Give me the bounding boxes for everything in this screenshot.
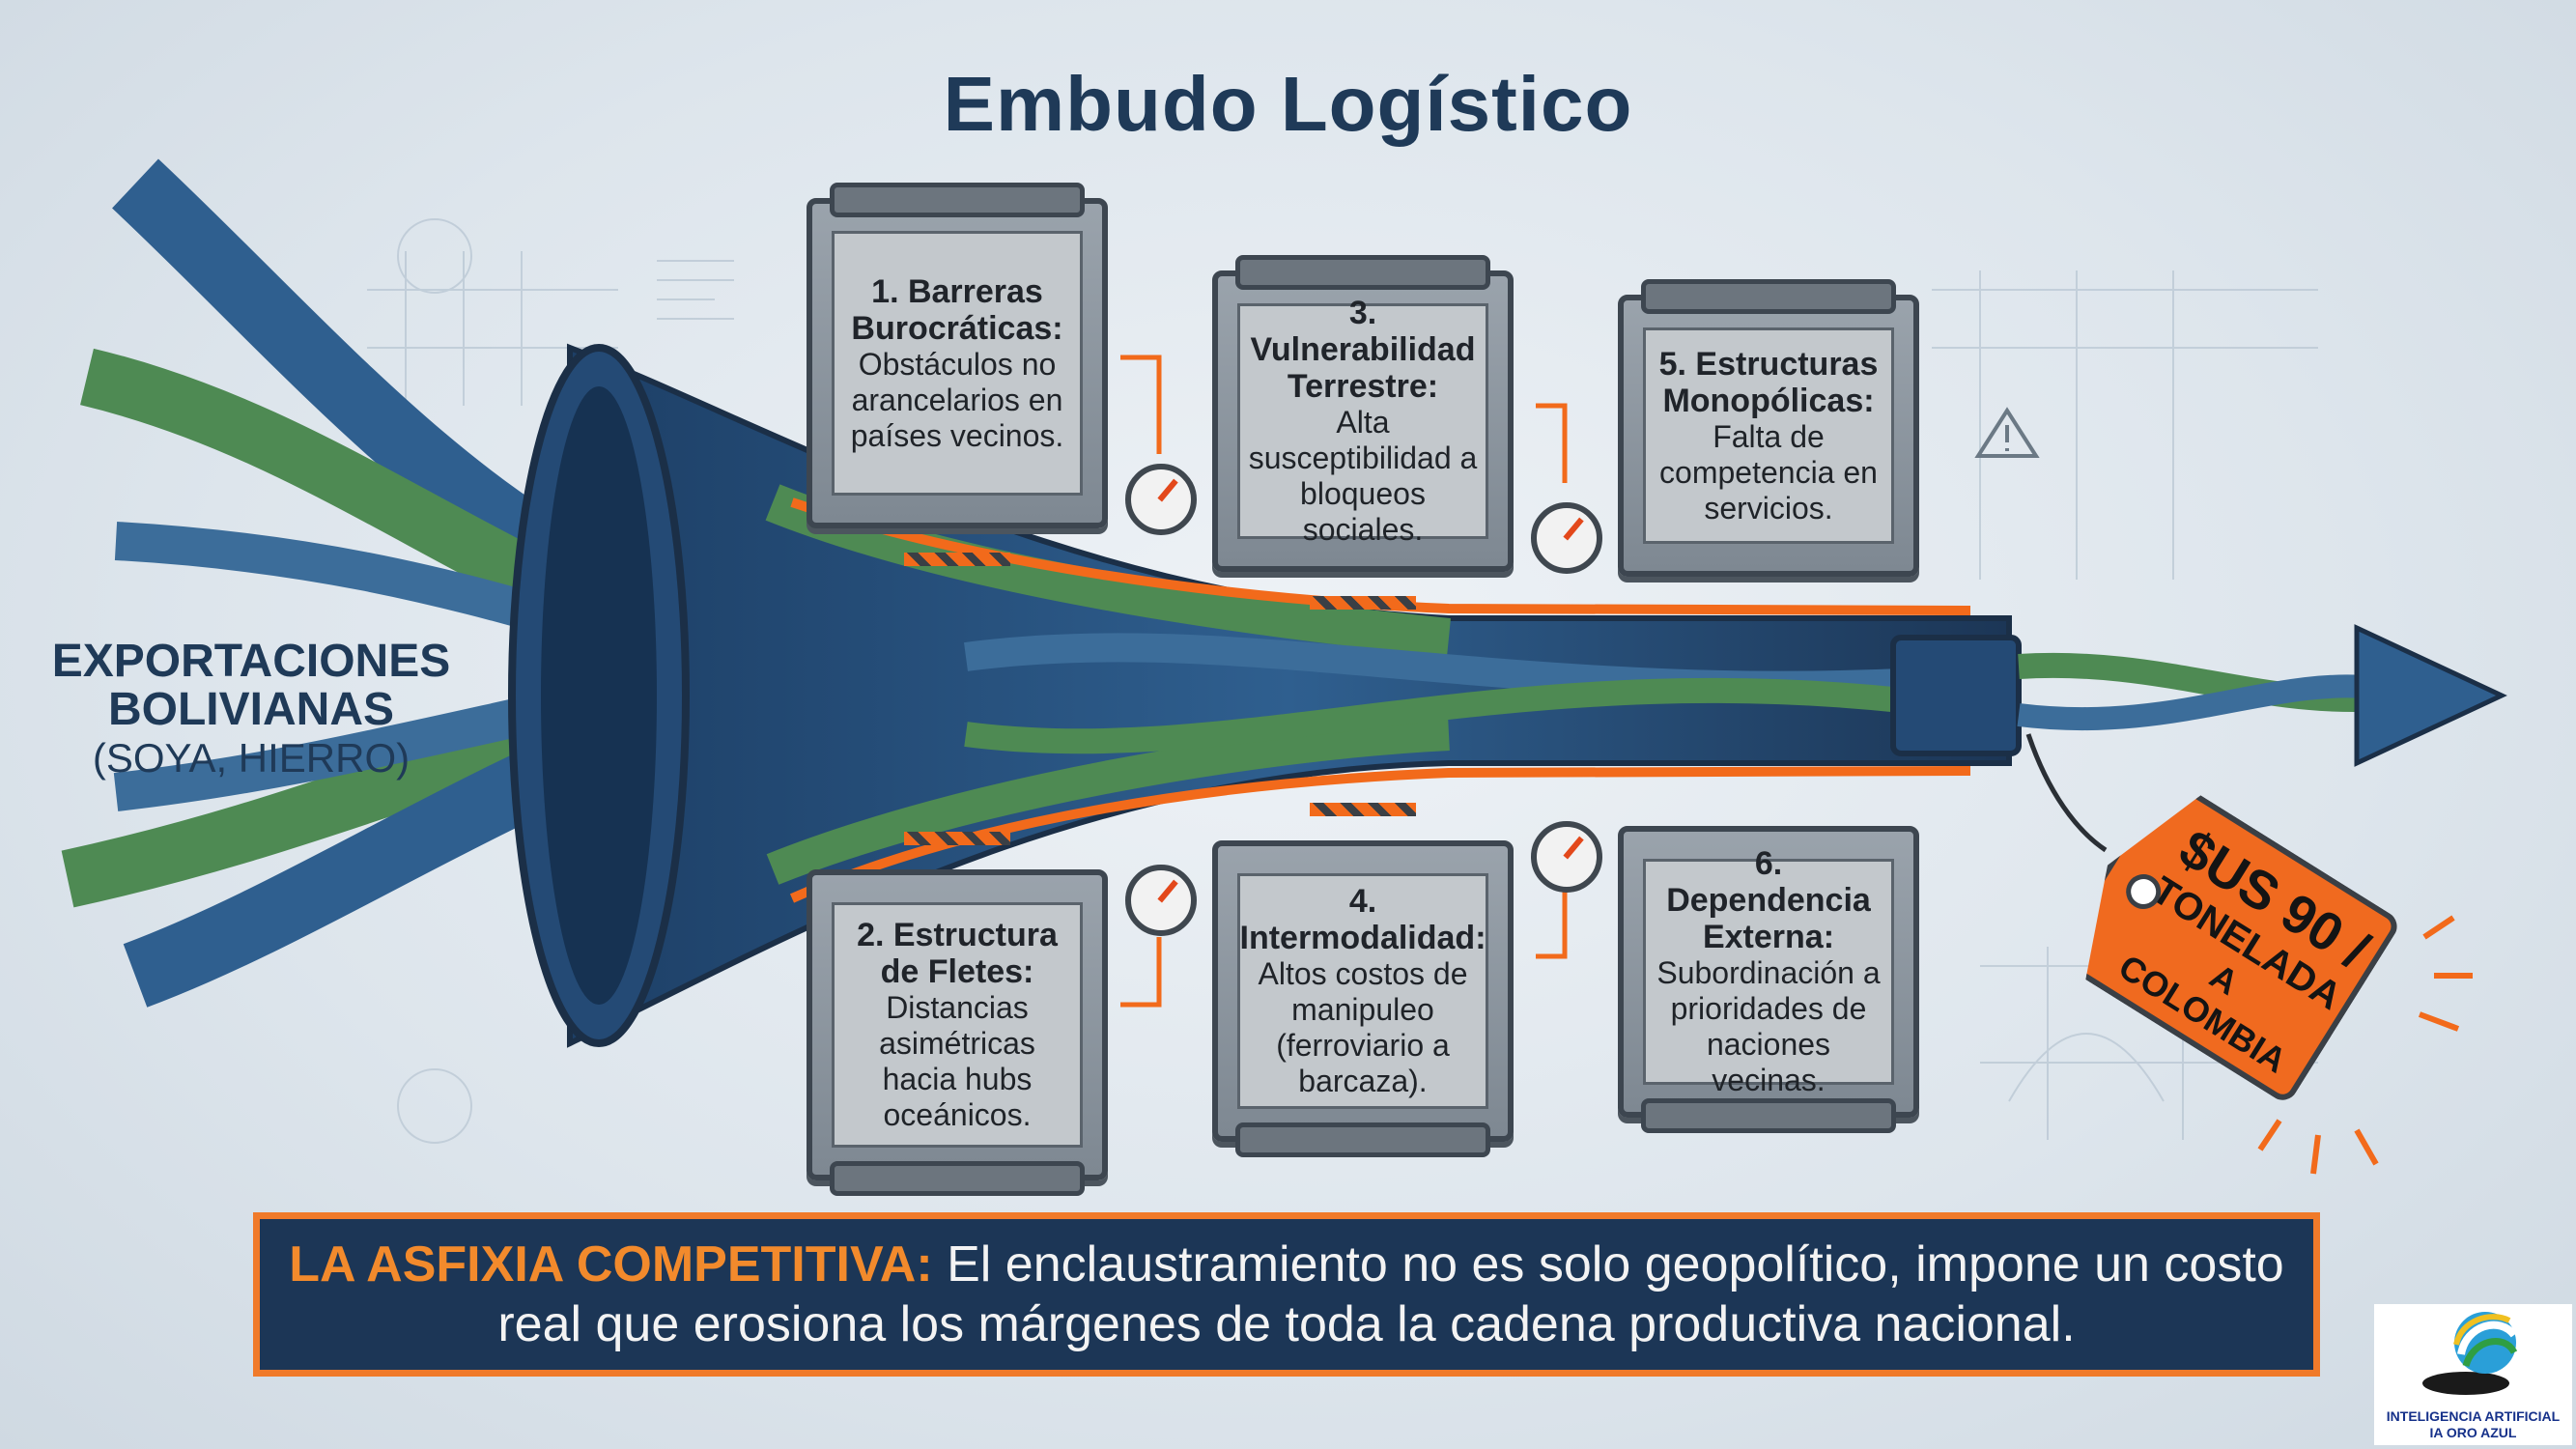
barrier-heading: 2. Estructura de Fletes: xyxy=(857,917,1058,990)
hazard-stripe xyxy=(1310,803,1416,816)
logo-emblem-icon xyxy=(2422,1312,2518,1395)
banner-body: El enclaustramiento no es solo geopolíti… xyxy=(497,1236,2284,1352)
box-cap xyxy=(1641,1098,1896,1133)
page-title: Embudo Logístico xyxy=(943,61,1633,147)
barrier-panel: 4. Intermodalidad: Altos costos de manip… xyxy=(1237,873,1488,1109)
barrier-description: Distancias asimétricas hacia hubs oceáni… xyxy=(879,990,1035,1132)
barrier-panel: 3. Vulnerabilidad Terrestre: Alta suscep… xyxy=(1237,295,1488,547)
barrier-description: Alta susceptibilidad a bloqueos sociales… xyxy=(1248,405,1478,547)
barrier-heading: 6. Dependencia Externa: xyxy=(1666,845,1871,955)
brand-logo: INTELIGENCIA ARTIFICIAL IA ORO AZUL xyxy=(2374,1304,2572,1445)
hazard-stripe xyxy=(904,553,1010,566)
connector-arrows xyxy=(1120,355,1568,1008)
barrier-box-2: 2. Estructura de Fletes: Distancias asim… xyxy=(807,832,1108,1196)
barrier-panel: 1. Barreras Burocráticas: Obstáculos no … xyxy=(832,231,1083,496)
barrier-heading: 4. Intermodalidad: xyxy=(1239,883,1486,956)
outgoing-flow xyxy=(1890,624,2507,767)
logo-line-2: IA ORO AZUL xyxy=(2429,1425,2517,1440)
box-cap xyxy=(830,183,1085,217)
barrier-box-6: 6. Dependencia Externa: Subordinación a … xyxy=(1618,826,1919,1133)
barrier-description: Altos costos de manipuleo (ferroviario a… xyxy=(1258,956,1468,1098)
barrier-description: Subordinación a prioridades de naciones … xyxy=(1656,955,1881,1097)
exports-line-2: BOLIVIANAS xyxy=(107,684,394,735)
exports-products: (SOYA, HIERRO) xyxy=(92,735,410,781)
box-cap xyxy=(1235,255,1490,290)
pressure-gauge-icon xyxy=(1125,865,1197,936)
barrier-panel: 6. Dependencia Externa: Subordinación a … xyxy=(1643,845,1894,1097)
banner-lead: LA ASFIXIA COMPETITIVA: xyxy=(289,1236,933,1293)
exports-label: EXPORTACIONES BOLIVIANAS (SOYA, HIERRO) xyxy=(39,638,464,782)
logo-line-1: INTELIGENCIA ARTIFICIAL xyxy=(2386,1408,2561,1424)
barrier-box-1: 1. Barreras Burocráticas: Obstáculos no … xyxy=(807,183,1108,566)
barrier-box-5: 5. Estructuras Monopólicas: Falta de com… xyxy=(1618,279,1919,577)
hazard-stripe xyxy=(904,832,1010,845)
tag-string xyxy=(2025,733,2108,853)
barrier-description: Falta de competencia en servicios. xyxy=(1659,418,1878,526)
warning-icon xyxy=(1974,407,2040,458)
box-cap xyxy=(830,1161,1085,1196)
banner-text: LA ASFIXIA COMPETITIVA: El enclaustramie… xyxy=(260,1235,2313,1354)
box-cap xyxy=(1641,279,1896,314)
pressure-gauge-icon xyxy=(1125,464,1197,535)
barrier-box-4: 4. Intermodalidad: Altos costos de manip… xyxy=(1212,803,1514,1157)
exports-line-1: EXPORTACIONES xyxy=(51,636,451,687)
burst-lines xyxy=(2257,915,2473,1175)
barrier-description: Obstáculos no arancelarios en países vec… xyxy=(850,346,1064,453)
barrier-box-3: 3. Vulnerabilidad Terrestre: Alta suscep… xyxy=(1212,255,1514,610)
barrier-heading: 1. Barreras Burocráticas: xyxy=(851,272,1063,347)
conclusion-banner: LA ASFIXIA COMPETITIVA: El enclaustramie… xyxy=(253,1212,2320,1377)
barrier-heading: 5. Estructuras Monopólicas: xyxy=(1658,345,1879,419)
pressure-gauge-icon xyxy=(1531,502,1602,574)
box-cap xyxy=(1235,1122,1490,1157)
barrier-panel: 5. Estructuras Monopólicas: Falta de com… xyxy=(1643,327,1894,544)
hazard-stripe xyxy=(1310,596,1416,610)
barrier-panel: 2. Estructura de Fletes: Distancias asim… xyxy=(832,902,1083,1148)
barrier-heading: 3. Vulnerabilidad Terrestre: xyxy=(1250,295,1476,405)
pressure-gauge-icon xyxy=(1531,821,1602,893)
